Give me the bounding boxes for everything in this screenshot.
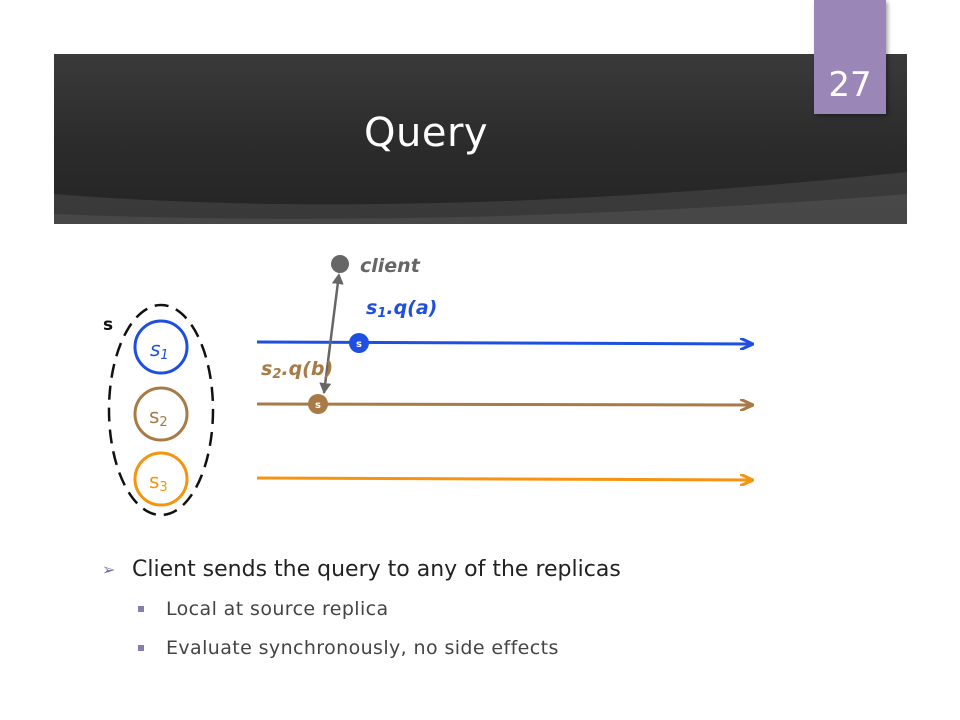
client-label: client xyxy=(360,255,421,277)
query-label-s1: s1.q(a) xyxy=(366,297,437,321)
replica-s3-label: s3 xyxy=(149,469,168,495)
timeline-s2-arrow xyxy=(256,404,752,405)
set-label: s xyxy=(103,315,113,335)
bullet-sub-1: Local at source replica xyxy=(100,592,920,626)
event-marker-s2-label: s xyxy=(315,400,321,411)
bullet-main-text: Client sends the query to any of the rep… xyxy=(132,557,621,582)
replica-s1-label: s1 xyxy=(150,337,169,363)
timeline-s3-arrow xyxy=(256,478,752,480)
replica-s3-circle xyxy=(133,451,189,507)
client-node xyxy=(331,255,349,273)
bullet-list: ➢ Client sends the query to any of the r… xyxy=(100,553,920,665)
query-double-arrow xyxy=(319,273,344,394)
bullet-sub-2-text: Evaluate synchronously, no side effects xyxy=(166,637,559,659)
slide-title: Query xyxy=(364,110,489,156)
bullet-square-icon xyxy=(138,606,144,612)
bullet-arrow-icon: ➢ xyxy=(102,560,116,579)
bullet-square-icon xyxy=(138,645,144,651)
replica-s2-label: s2 xyxy=(149,404,168,430)
bullet-sub-2: Evaluate synchronously, no side effects xyxy=(100,631,920,665)
title-bar xyxy=(54,54,907,224)
title-bar-wave xyxy=(54,172,907,224)
event-marker-s1-label: s xyxy=(356,339,362,350)
bullet-main: ➢ Client sends the query to any of the r… xyxy=(100,553,920,587)
event-marker-s2 xyxy=(308,394,328,414)
query-label-s2: s2.q(b) xyxy=(261,358,333,382)
event-marker-s1 xyxy=(349,333,369,353)
bullet-sub-1-text: Local at source replica xyxy=(166,598,389,620)
replica-s2-circle xyxy=(133,386,189,442)
replica-s1-circle xyxy=(133,319,189,375)
replica-set-ellipse xyxy=(107,303,215,517)
slide-number: 27 xyxy=(814,0,886,114)
